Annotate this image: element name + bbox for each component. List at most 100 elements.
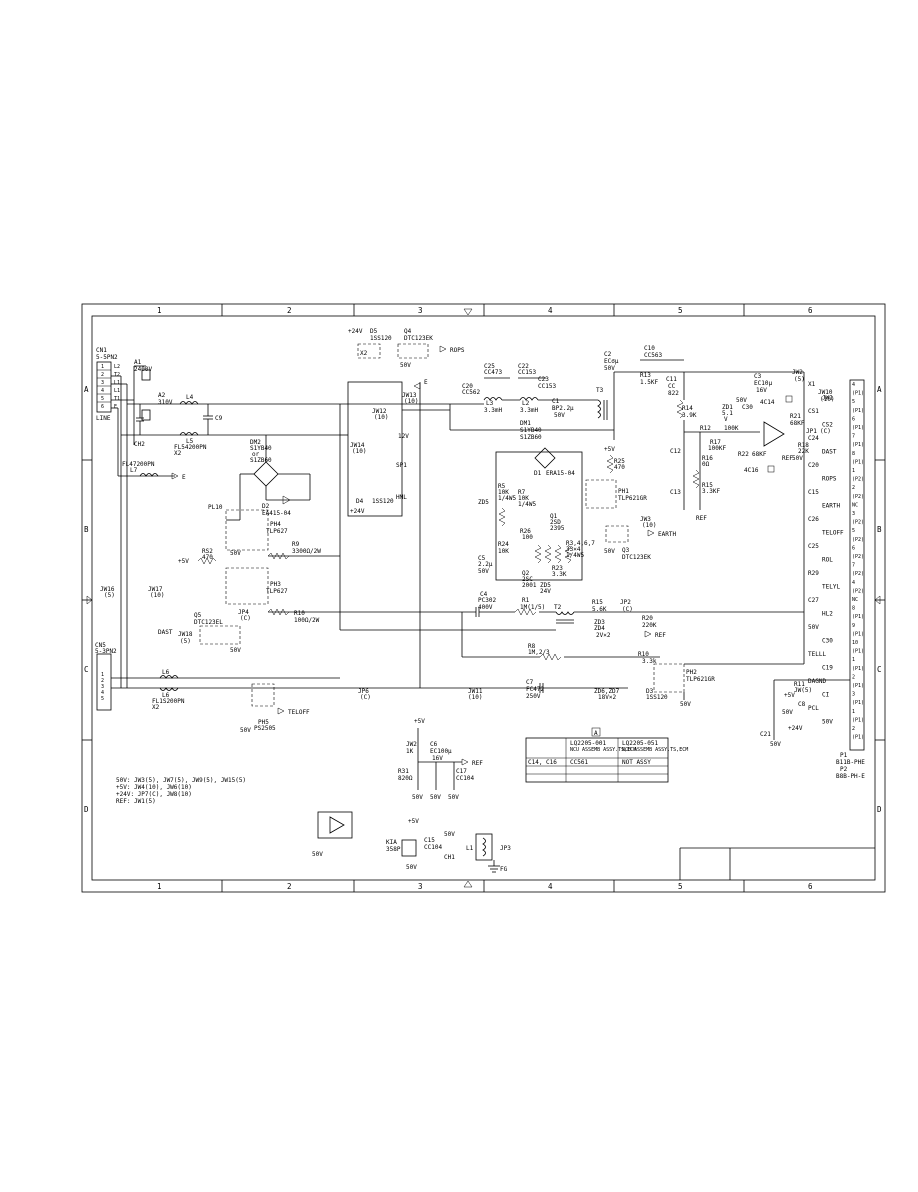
table-cell-0-2: NOT ASSY: [622, 759, 651, 766]
jw13-label: JW13: [402, 392, 417, 399]
table-cell-0-0: C14, C16: [528, 759, 557, 766]
r1-value: 1M(1/5): [520, 604, 545, 611]
title-block: [679, 847, 875, 880]
teloff-out-label: TELOFF: [288, 709, 310, 716]
d4-part: 1SS120: [372, 498, 394, 505]
r5-label: R5: [498, 483, 506, 490]
r1-label: R1: [522, 597, 530, 604]
q4-transistor: [397, 343, 429, 359]
ref-arrow-icon: [644, 630, 652, 638]
hml-label: HML: [396, 494, 407, 501]
cn1-sig-l1b: L1: [114, 388, 120, 394]
dm2-label: DM2: [250, 439, 261, 446]
marker-a-box: [767, 465, 775, 473]
plus24v-top: +24V: [348, 328, 363, 335]
ref-lbl: REF: [696, 515, 707, 522]
r5-value: 10K: [498, 489, 509, 496]
d1-label: D1: [534, 470, 542, 477]
assembly-table-grid: [526, 738, 668, 782]
r21-label: R21: [790, 413, 801, 420]
jw3-val: (10): [642, 522, 656, 529]
plus24v-b: +24V: [350, 508, 365, 515]
c7-part: FC472: [526, 686, 544, 693]
c11-label: C11: [666, 376, 677, 383]
c11-part: CC: [668, 383, 676, 390]
r7-label: R7: [518, 489, 526, 496]
l6-qty: X2: [152, 704, 160, 711]
c6-label: C6: [430, 741, 438, 748]
c9-label: C9: [215, 415, 223, 422]
c2-part: ECσμ: [604, 358, 619, 365]
ch1-label: CH1: [444, 854, 455, 861]
c1-label: C1: [552, 398, 560, 405]
cn1-part: 5-5PN2: [96, 354, 118, 361]
r3-label: R3,4,6,7: [566, 540, 595, 547]
table-header-2: LQ2205-051: [622, 740, 659, 747]
grid-col-4-bottom: 4: [548, 882, 553, 891]
dm2-alt: S1ZB60: [250, 457, 272, 464]
c12-label: C12: [670, 448, 681, 455]
r12-value: 100K: [724, 425, 739, 432]
connector-pin-29: (P1): [852, 631, 864, 637]
marker-b-box: [785, 395, 793, 403]
r9-value: 3300Ω/2W: [292, 548, 321, 555]
zd6-val: 18V×2: [598, 694, 616, 701]
r3-value: 33×4: [566, 546, 581, 553]
r25-value: 470: [614, 464, 625, 471]
jp1-label: JP1: [806, 428, 817, 435]
q3-part: DTC123EK: [622, 554, 651, 561]
dm1-alt: S1ZB60: [520, 434, 542, 441]
grid-col-6-top: 6: [808, 306, 813, 315]
r14-resistor: [676, 399, 684, 419]
c7-label: C7: [526, 679, 534, 686]
r10b-value: 3.3k: [642, 658, 657, 665]
q4-part: DTC123EK: [404, 335, 433, 342]
ph4-label: PH4: [270, 521, 281, 528]
t2-label: T2: [554, 604, 562, 611]
table-cell-0-1: CC561: [570, 759, 588, 766]
r15b-resistor: [692, 469, 700, 489]
grid-col-3-bottom: 3: [418, 882, 423, 891]
c17-label: C17: [456, 768, 467, 775]
connector-signal-25: 50V: [822, 719, 833, 726]
d5-label: D5: [370, 328, 378, 335]
zd5b-label: ZD5: [540, 582, 551, 589]
q1-part: 2SD: [550, 519, 561, 526]
zd5-label: ZD5: [478, 499, 489, 506]
c4-part: PC302: [478, 597, 496, 604]
ref-b-label: REF: [782, 455, 793, 462]
r13-value: 1.5KF: [640, 379, 658, 386]
grid-col-1-bottom: 1: [157, 882, 162, 891]
l2-coil: [519, 397, 539, 401]
d2-part: EA415-04: [262, 510, 291, 517]
jp2-val: (C): [622, 606, 633, 613]
connector-pin-19: 6: [852, 545, 855, 551]
q5-label: Q5: [194, 612, 202, 619]
connector-signal-1: JW1: [822, 395, 833, 402]
r24-value: 10K: [498, 548, 509, 555]
jp4-val: (C): [240, 615, 251, 622]
d3-label: D3: [646, 688, 654, 695]
center-marker-top: [463, 308, 473, 316]
plus5v-rs2: +5V: [178, 558, 189, 565]
c2-volt: 50V: [604, 365, 615, 372]
jw2b-val: 1K: [406, 748, 414, 755]
l6-label: L6: [162, 669, 170, 676]
fg-ground-icon: [488, 860, 500, 873]
connector-pin-4: 6: [852, 416, 855, 422]
r5-rating: 1/4W5: [498, 495, 516, 502]
a1-value: 2400V: [134, 366, 152, 373]
dm2-bridge: [253, 461, 279, 487]
connector-pin-13: (P2): [852, 494, 864, 500]
connector-signal-3: CS2: [822, 422, 833, 429]
ic4-box: [317, 811, 353, 839]
jw13-val: (10): [404, 398, 418, 405]
ph2-optocoupler: [653, 663, 685, 693]
c22-label: C22: [518, 363, 529, 370]
plus5v-jw2: +5V: [414, 718, 425, 725]
dm2-part: S1YB40: [250, 445, 272, 452]
note-line-1: 50V: JW3(5), JW7(5), JW9(5), JW15(5): [116, 777, 246, 784]
p1-label: P1: [840, 752, 848, 759]
a1-label: A1: [134, 359, 142, 366]
l3-value: 3.3mH: [484, 407, 502, 414]
